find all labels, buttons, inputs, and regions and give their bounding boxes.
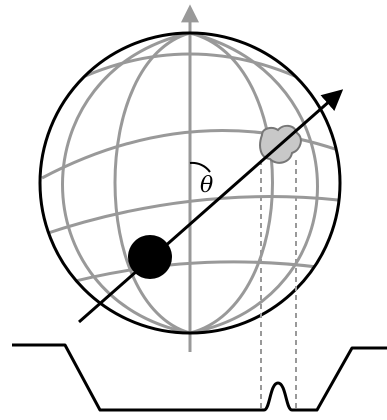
angle-label: θ bbox=[200, 173, 213, 198]
angle-arc bbox=[190, 163, 210, 172]
longitude-line-1 bbox=[115, 33, 190, 333]
latitude-line-4 bbox=[60, 262, 325, 285]
line-of-sight-arrow bbox=[79, 92, 340, 322]
transit-light-curve bbox=[12, 345, 387, 410]
